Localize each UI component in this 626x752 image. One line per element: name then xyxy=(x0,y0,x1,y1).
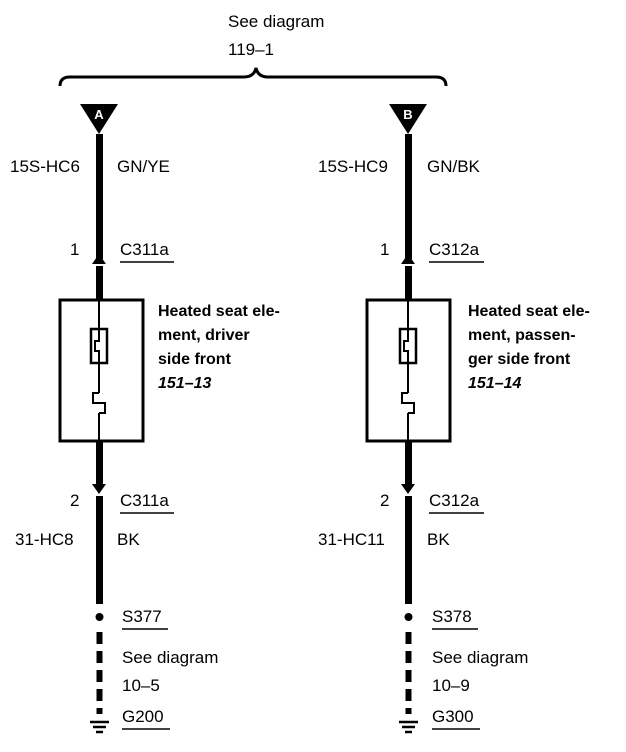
wire-color-top-b: GN/BK xyxy=(427,157,481,176)
connector-bottom-a[interactable]: C311a xyxy=(120,491,169,510)
ground-icon xyxy=(90,720,109,734)
pin-number-bottom-b: 2 xyxy=(380,491,389,510)
ground-b[interactable]: G300 xyxy=(432,707,474,726)
pin-arrow-top-b xyxy=(401,254,415,264)
heating-element-icon xyxy=(401,392,415,414)
component-box-a[interactable] xyxy=(58,298,145,443)
wire-code-top-a: 15S-HC6 xyxy=(10,157,80,176)
wire-into-component-a xyxy=(96,266,103,300)
circuit-b: B 15S-HC9 GN/BK 1 C312a Heated seat ele-… xyxy=(318,104,590,734)
connector-bottom-b[interactable]: C312a xyxy=(429,491,480,510)
ground-a[interactable]: G200 xyxy=(122,707,164,726)
see-diagram-b-line2[interactable]: 10–9 xyxy=(432,676,470,695)
wire-color-bottom-b: BK xyxy=(427,530,450,549)
heating-element-icon xyxy=(92,392,106,414)
wire-bottom-a[interactable] xyxy=(96,496,103,604)
wire-code-bottom-a: 31-HC8 xyxy=(15,530,74,549)
component-label-b-line1: Heated seat ele- xyxy=(468,303,590,320)
connector-letter-a: A xyxy=(94,107,104,122)
pin-number-bottom-a: 2 xyxy=(70,491,79,510)
splice-dot-b xyxy=(404,613,413,621)
header-diagram-ref[interactable]: 119–1 xyxy=(228,40,274,59)
wire-from-component-a xyxy=(96,441,103,484)
splice-a[interactable]: S377 xyxy=(122,607,162,626)
component-label-a-line3: side front xyxy=(158,351,232,368)
splice-b[interactable]: S378 xyxy=(432,607,472,626)
see-diagram-a-line2[interactable]: 10–5 xyxy=(122,676,160,695)
wire-code-top-b: 15S-HC9 xyxy=(318,157,388,176)
wire-color-bottom-a: BK xyxy=(117,530,140,549)
pin-arrow-bottom-a xyxy=(92,484,106,494)
component-label-b-line2: ment, passen- xyxy=(468,327,576,344)
component-label-b-line3: ger side front xyxy=(468,351,571,368)
ground-icon xyxy=(399,720,418,734)
component-ref-a[interactable]: 151–13 xyxy=(158,375,211,392)
circuit-a: A 15S-HC6 GN/YE 1 C311a Heated seat ele-… xyxy=(10,104,280,734)
component-label-a-line1: Heated seat ele- xyxy=(158,303,280,320)
wire-into-component-b xyxy=(405,266,412,300)
pin-number-top-a: 1 xyxy=(70,240,79,259)
wire-code-bottom-b: 31-HC11 xyxy=(318,530,385,549)
pin-number-top-b: 1 xyxy=(380,240,389,259)
wire-top-b[interactable] xyxy=(405,134,412,259)
splice-dot-a xyxy=(95,613,104,621)
header-see-diagram: See diagram xyxy=(228,12,324,31)
component-label-a-line2: ment, driver xyxy=(158,327,250,344)
see-diagram-a-line1: See diagram xyxy=(122,648,218,667)
see-diagram-b-line1: See diagram xyxy=(432,648,528,667)
connector-top-a[interactable]: C311a xyxy=(120,240,169,259)
connector-triangle-a xyxy=(80,104,118,134)
component-ref-b[interactable]: 151–14 xyxy=(468,375,521,392)
wire-top-a[interactable] xyxy=(96,134,103,259)
wire-from-component-b xyxy=(405,441,412,484)
pin-arrow-bottom-b xyxy=(401,484,415,494)
pin-arrow-top-a xyxy=(92,254,106,264)
wire-bottom-b[interactable] xyxy=(405,496,412,604)
connector-triangle-b xyxy=(389,104,427,134)
wire-color-top-a: GN/YE xyxy=(117,157,170,176)
connector-letter-b: B xyxy=(403,107,412,122)
header-brace xyxy=(58,67,448,87)
connector-top-b[interactable]: C312a xyxy=(429,240,480,259)
